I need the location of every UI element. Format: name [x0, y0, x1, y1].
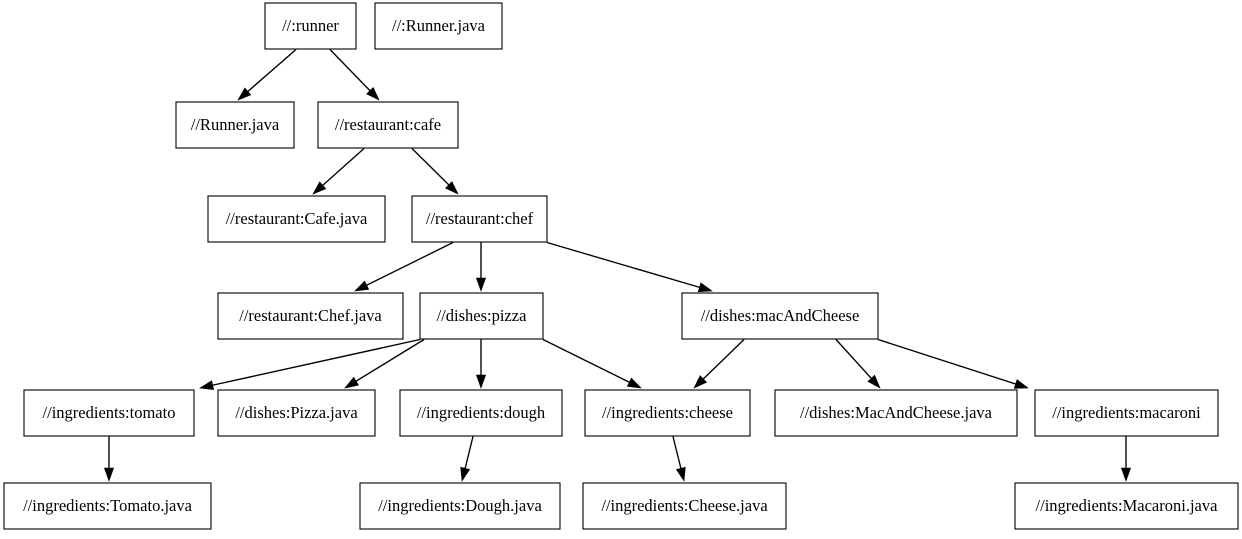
node-label: //restaurant:Cafe.java [226, 209, 368, 228]
node-label: //restaurant:chef [426, 209, 534, 228]
node-box[interactable] [1014, 482, 1239, 530]
node-label: //dishes:MacAndCheese.java [800, 403, 993, 422]
arrowhead-icon [366, 86, 380, 101]
node-box[interactable] [584, 389, 751, 437]
graph-node-ing_tomato_java[interactable]: //ingredients:Tomato.java [3, 482, 212, 530]
graph-node-ing_tomato[interactable]: //ingredients:tomato [23, 389, 195, 437]
node-label: //ingredients:macaroni [1052, 403, 1201, 422]
graph-node-runner_java_root[interactable]: //:Runner.java [374, 2, 503, 50]
arrowhead-icon [354, 280, 370, 292]
graph-node-ing_cheese_java[interactable]: //ingredients:Cheese.java [582, 482, 787, 530]
node-box[interactable] [23, 389, 195, 437]
node-box[interactable] [217, 292, 404, 340]
edge-ing_dough-to-ing_dough_java [464, 436, 474, 470]
node-label: //ingredients:Tomato.java [23, 496, 193, 515]
edge-restaurant_cafe-to-restaurant_cafe_java [321, 147, 365, 187]
arrowhead-icon [445, 181, 459, 195]
graph-node-restaurant_cafe[interactable]: //restaurant:cafe [317, 101, 459, 149]
edges-layer [103, 48, 1132, 482]
edge-dishes_macandcheese-to-ing_macaroni [877, 338, 1018, 386]
node-label: //dishes:Pizza.java [235, 403, 358, 422]
node-box[interactable] [217, 389, 376, 437]
edge-restaurant_cafe-to-restaurant_chef [411, 148, 451, 187]
edge-dishes_pizza-to-dishes_pizza_java [354, 338, 425, 383]
node-box[interactable] [175, 101, 295, 149]
arrowhead-icon [237, 87, 252, 101]
graph-node-ing_macaroni_java[interactable]: //ingredients:Macaroni.java [1014, 482, 1239, 530]
arrowhead-icon [103, 467, 115, 482]
node-box[interactable] [3, 482, 212, 530]
arrowhead-icon [344, 376, 359, 389]
edge-dishes_pizza-to-ing_cheese [542, 338, 631, 384]
arrowhead-icon [697, 282, 713, 293]
arrowhead-icon [460, 466, 471, 482]
node-label: //Runner.java [191, 115, 280, 134]
arrowhead-icon [867, 374, 881, 389]
arrowhead-icon [475, 374, 487, 389]
graph-node-ing_dough[interactable]: //ingredients:dough [399, 389, 563, 437]
node-box[interactable] [264, 2, 357, 50]
arrowhead-icon [626, 377, 642, 389]
edge-dishes_macandcheese-to-dishes_macandcheese_java [835, 339, 873, 380]
edge-runner-to-runner_java [246, 48, 297, 93]
graph-node-restaurant_chef[interactable]: //restaurant:chef [411, 195, 548, 243]
graph-node-ing_cheese[interactable]: //ingredients:cheese [584, 389, 751, 437]
node-box[interactable] [582, 482, 787, 530]
node-label: //restaurant:cafe [335, 115, 441, 134]
node-label: //ingredients:Macaroni.java [1036, 496, 1219, 515]
edge-dishes_macandcheese-to-ing_cheese [701, 339, 745, 381]
arrowhead-icon [199, 380, 215, 391]
node-box[interactable] [681, 292, 879, 340]
node-label: //dishes:pizza [437, 306, 527, 325]
node-label: //ingredients:Dough.java [378, 496, 542, 515]
node-box[interactable] [1034, 389, 1219, 437]
node-label: //ingredients:Cheese.java [601, 496, 768, 515]
graph-node-dishes_macandcheese_java[interactable]: //dishes:MacAndCheese.java [774, 389, 1018, 437]
graph-node-restaurant_cafe_java[interactable]: //restaurant:Cafe.java [207, 195, 386, 243]
node-label: //restaurant:Chef.java [239, 306, 382, 325]
node-label: //:runner [282, 16, 339, 35]
arrowhead-icon [312, 181, 327, 195]
arrowhead-icon [693, 375, 708, 389]
graph-node-dishes_macandcheese[interactable]: //dishes:macAndCheese [681, 292, 879, 340]
node-box[interactable] [374, 2, 503, 50]
graph-node-dishes_pizza[interactable]: //dishes:pizza [419, 292, 544, 340]
graph-node-ing_dough_java[interactable]: //ingredients:Dough.java [359, 482, 561, 530]
edge-ing_cheese-to-ing_cheese_java [672, 436, 682, 470]
node-box[interactable] [317, 101, 459, 149]
arrowhead-icon [1013, 379, 1029, 389]
graph-node-ing_macaroni[interactable]: //ingredients:macaroni [1034, 389, 1219, 437]
arrowhead-icon [475, 277, 487, 292]
arrowhead-icon [675, 466, 686, 482]
node-label: //ingredients:cheese [602, 403, 733, 422]
arrowhead-icon [1120, 467, 1132, 482]
node-label: //:Runner.java [392, 16, 486, 35]
graph-node-dishes_pizza_java[interactable]: //dishes:Pizza.java [217, 389, 376, 437]
node-box[interactable] [359, 482, 561, 530]
edge-dishes_pizza-to-ing_tomato [211, 338, 421, 387]
node-label: //ingredients:tomato [43, 403, 176, 422]
graph-node-runner_java[interactable]: //Runner.java [175, 101, 295, 149]
edge-restaurant_chef-to-restaurant_chef_java [365, 241, 454, 287]
node-box[interactable] [411, 195, 548, 243]
node-label: //dishes:macAndCheese [701, 306, 860, 325]
graph-node-restaurant_chef_java[interactable]: //restaurant:Chef.java [217, 292, 404, 340]
edge-restaurant_chef-to-dishes_macandcheese [546, 241, 702, 289]
node-box[interactable] [419, 292, 544, 340]
node-label: //ingredients:dough [417, 403, 546, 422]
graph-node-runner[interactable]: //:runner [264, 2, 357, 50]
node-box[interactable] [207, 195, 386, 243]
node-box[interactable] [399, 389, 563, 437]
node-box[interactable] [774, 389, 1018, 437]
edge-runner-to-restaurant_cafe [329, 49, 372, 93]
nodes-layer: //:runner //:Runner.java //Runner.java //re… [3, 2, 1239, 530]
